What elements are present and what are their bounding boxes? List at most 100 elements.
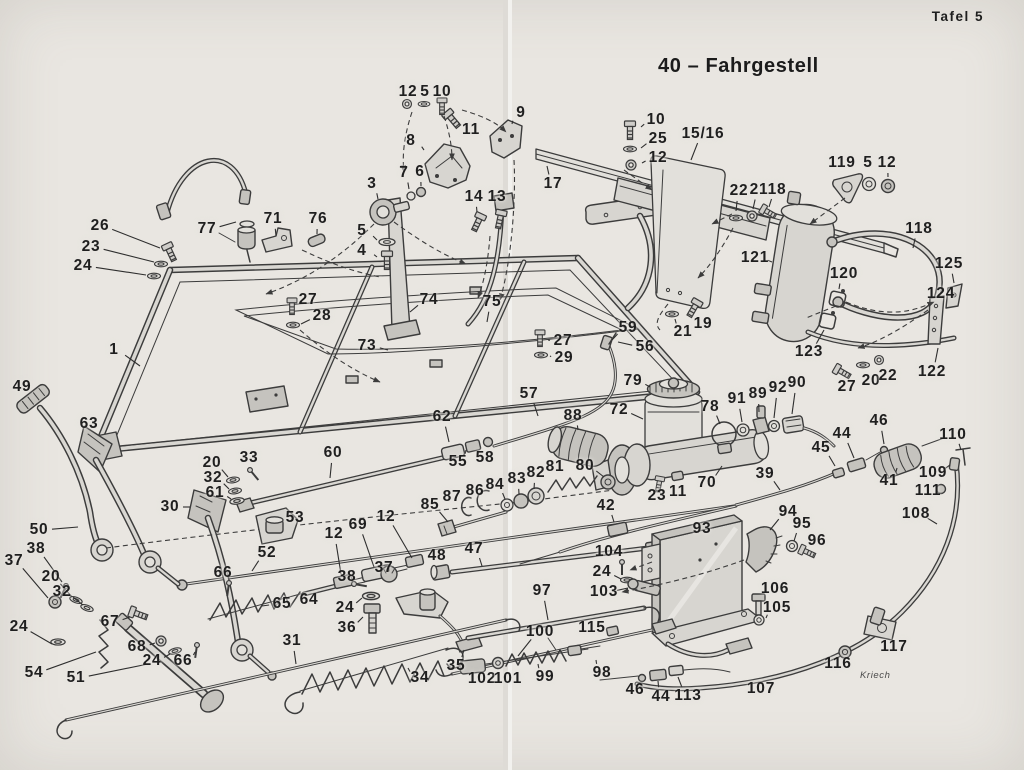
leader-line [815, 329, 825, 344]
leader-line [828, 455, 836, 467]
leader-line [847, 442, 855, 459]
leader-line [690, 142, 699, 161]
flex-hose-assembly [146, 158, 326, 280]
leader-line [958, 443, 962, 451]
leader-line [335, 543, 342, 575]
leader-line [739, 408, 743, 423]
leader-line [576, 425, 579, 431]
leader-line [549, 355, 552, 358]
leader-line [72, 596, 84, 606]
leader-line [95, 266, 147, 276]
pivot-parts [225, 465, 299, 545]
leader-line [221, 469, 229, 478]
clutch-cable-assembly [235, 329, 617, 513]
leader-line [46, 651, 97, 671]
leader-line [533, 403, 539, 417]
master-cylinder [437, 377, 836, 537]
leader-line [716, 415, 721, 425]
leader-line [251, 560, 260, 572]
leader-line [765, 614, 768, 619]
leader-line [544, 600, 549, 621]
artist-signature: Kriech [860, 670, 891, 681]
leader-line [421, 146, 425, 151]
leader-line [409, 304, 419, 313]
pushrod-assembly [48, 579, 233, 713]
leader-line [464, 449, 467, 454]
leader-line [475, 206, 478, 213]
page-fold-shadow [503, 0, 508, 770]
leader-line [752, 199, 756, 210]
leader-line [444, 426, 450, 443]
leader-line [478, 557, 483, 567]
leader-line [59, 583, 73, 598]
leader-line [677, 676, 683, 688]
leader-line [773, 397, 777, 419]
leader-line [439, 511, 449, 523]
leader-line [88, 663, 149, 677]
leader-line [657, 680, 660, 688]
leader-line [645, 383, 651, 388]
leader-line [630, 413, 644, 420]
leader-line [927, 517, 938, 525]
leader-line [407, 667, 411, 672]
leader-line [300, 319, 311, 325]
leader-line [735, 200, 738, 212]
leader-line [163, 653, 171, 658]
leader-line [951, 273, 955, 284]
leader-line [791, 392, 796, 415]
leader-line [611, 514, 615, 523]
leader-line [407, 182, 410, 190]
leader-line [617, 341, 633, 346]
leader-line [517, 639, 532, 657]
leader-line [546, 165, 550, 175]
leader-line [674, 318, 677, 324]
leader-line [641, 160, 646, 164]
brake-rod-and-spring [56, 618, 521, 740]
leader-line [613, 575, 622, 580]
leader-line [376, 193, 379, 200]
leader-line [767, 259, 773, 263]
leader-line [895, 467, 898, 473]
leader-line [486, 311, 490, 323]
leader-line [192, 651, 196, 656]
leader-line [392, 525, 413, 559]
leader-line [219, 221, 237, 228]
leader-line [595, 659, 598, 664]
leader-line [934, 347, 939, 363]
mounting-panel [650, 155, 779, 331]
leader-line [715, 465, 723, 476]
leader-line [355, 597, 363, 604]
leader-line [124, 354, 141, 367]
page-title: 40 – Fahrgestell [658, 55, 819, 77]
leader-line [461, 649, 465, 658]
equalizer-bracket [605, 514, 818, 658]
leader-line [261, 604, 270, 607]
leader-line [379, 347, 389, 351]
leader-line [838, 283, 841, 290]
brake-line-right [519, 437, 945, 565]
leader-line [537, 663, 540, 669]
leader-line [329, 462, 333, 479]
reservoir-tank [751, 173, 963, 382]
leader-line [223, 483, 230, 490]
leader-line [595, 470, 605, 478]
leader-line [640, 123, 645, 128]
leader-line [912, 238, 916, 249]
leader-line [768, 198, 773, 208]
leader-line [112, 228, 161, 249]
leader-line [149, 642, 156, 646]
leader-line [293, 650, 297, 665]
leader-line [511, 120, 514, 125]
leader-line [881, 430, 885, 445]
engine-mount-parts [265, 97, 523, 383]
leader-line [103, 248, 155, 263]
leader-line [226, 496, 232, 500]
pedal-group [16, 383, 615, 681]
plate-reference: Tafel 5 [931, 9, 984, 24]
leader-line [30, 631, 53, 645]
leader-line [769, 518, 780, 531]
leader-line [43, 556, 63, 583]
leader-line [51, 526, 79, 530]
